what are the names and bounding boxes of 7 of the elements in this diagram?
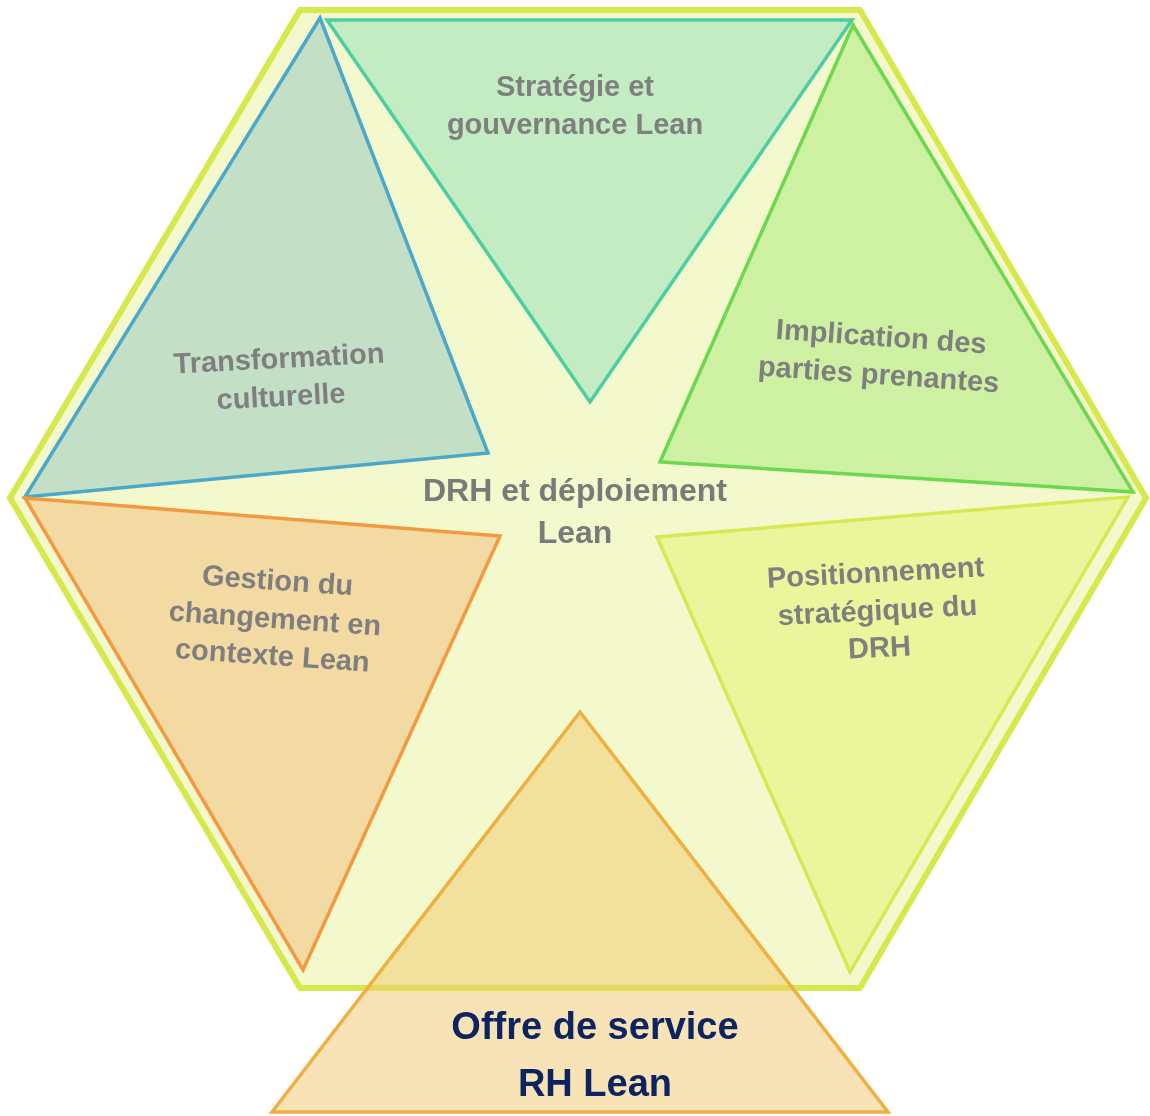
- segment-label: Offre de service RH Lean: [450, 1004, 740, 1106]
- segment-label: Stratégie et gouvernance Lean: [445, 69, 705, 142]
- segment-label: Positionnement stratégique du DRH: [765, 549, 986, 667]
- segment-label: Implication des parties prenantes: [756, 311, 1002, 401]
- center-title: DRH et déploiement Lean: [422, 471, 728, 552]
- segment-label: Transformation culturelle: [171, 335, 387, 417]
- segment-label: Gestion du changement en contexte Lean: [166, 557, 384, 681]
